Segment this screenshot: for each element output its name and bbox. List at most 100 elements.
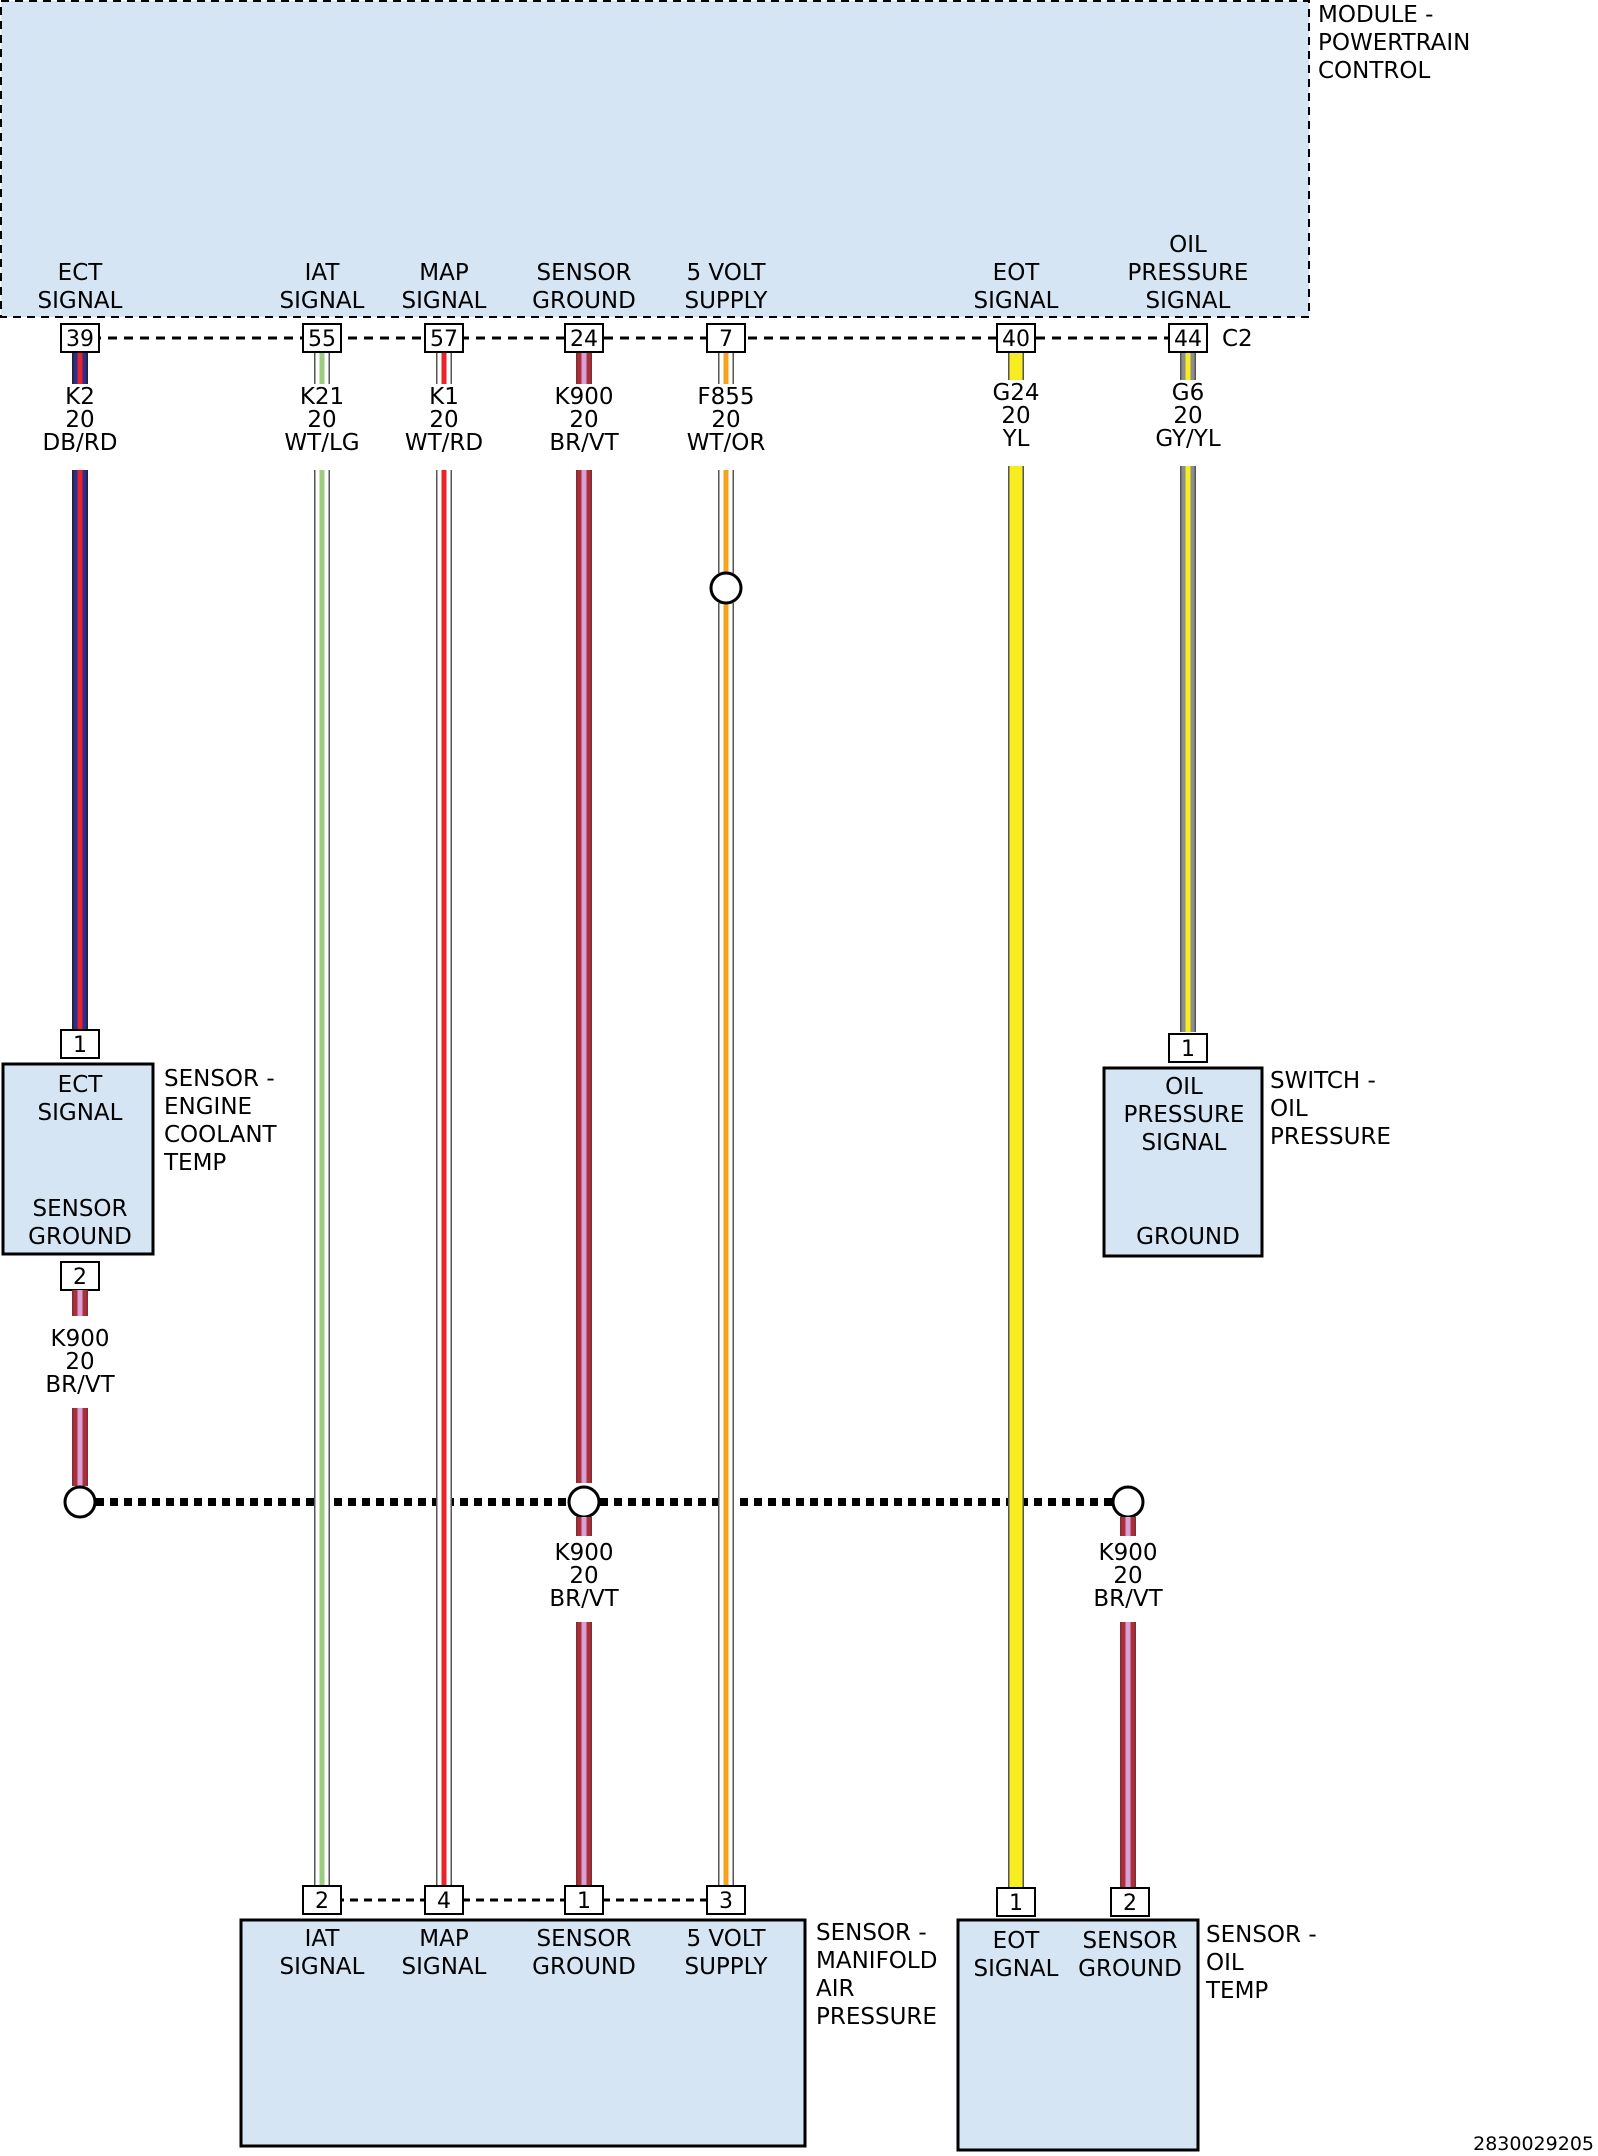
ect-sensor-title: ENGINE bbox=[164, 1094, 252, 1120]
wire-label-circuit: K21 bbox=[300, 384, 344, 410]
oil-temp-ground-wire-label-color: BR/VT bbox=[1093, 1586, 1163, 1612]
ect-ground-wire-label-gauge: 20 bbox=[65, 1349, 94, 1375]
wire-label-gauge: 20 bbox=[711, 407, 740, 433]
ect-pin-1-box bbox=[60, 1029, 100, 1059]
wire-g6 bbox=[1180, 466, 1196, 1032]
pcm-module-box bbox=[0, 0, 1310, 318]
oil-temp-sensor-pin-label: GROUND bbox=[1078, 1956, 1182, 1982]
pcm-signal-label: SUPPLY bbox=[685, 288, 769, 314]
wire-g24-stripe bbox=[1013, 352, 1019, 380]
oil-temp-sensor-title: TEMP bbox=[1205, 1978, 1268, 2004]
wire-k900-oil-temp-stripe bbox=[1125, 1622, 1131, 1890]
wire-g6 bbox=[1180, 352, 1196, 380]
wire-g6-stripe bbox=[1185, 352, 1191, 380]
oil-temp-sensor-pin: 2 bbox=[1123, 1891, 1137, 1916]
ect-pin-2-box bbox=[60, 1261, 100, 1291]
oil-temp-sensor-pin: 1 bbox=[1009, 1891, 1023, 1916]
pcm-pin: 39 bbox=[66, 327, 94, 352]
wire-k21-stripe bbox=[319, 352, 325, 384]
pcm-signal-label: IAT bbox=[305, 260, 341, 286]
pcm-pin: 55 bbox=[308, 327, 336, 352]
map-sensor-pin-box bbox=[424, 1885, 464, 1915]
wire-f855-stripe bbox=[723, 603, 729, 1890]
wire-k1 bbox=[436, 470, 452, 1890]
wire-k2-stripe bbox=[77, 352, 83, 384]
wire-label-color: WT/OR bbox=[687, 430, 766, 456]
splice-ect-ground bbox=[63, 1485, 97, 1519]
oil-pressure-switch-title: OIL bbox=[1270, 1096, 1308, 1122]
wire-k2 bbox=[72, 470, 88, 1032]
pcm-signal-label: SIGNAL bbox=[1146, 288, 1231, 314]
wire-k2-stripe bbox=[77, 470, 83, 1032]
wire-g6-stripe bbox=[1185, 466, 1191, 1032]
wire-label-color: WT/RD bbox=[405, 430, 483, 456]
ect-sensor-title: TEMP bbox=[163, 1150, 226, 1176]
wire-k900-pcm bbox=[576, 352, 592, 384]
wire-k900-pcm-stripe bbox=[581, 352, 587, 384]
wire-k900-pcm-stripe bbox=[581, 470, 587, 1483]
wire-f855-cross-stripe bbox=[723, 1490, 729, 1514]
wire-k900-ect bbox=[72, 1290, 88, 1316]
map-sensor-pin-label: GROUND bbox=[532, 1954, 636, 1980]
pcm-signal-label: EOT bbox=[993, 260, 1041, 286]
splice-map-ground bbox=[567, 1485, 601, 1519]
wire-k21 bbox=[314, 352, 330, 384]
pcm-pin: 40 bbox=[1002, 327, 1030, 352]
wire-k1-stripe bbox=[441, 470, 447, 1890]
wire-label-gauge: 20 bbox=[1173, 403, 1202, 429]
wire-label-gauge: 20 bbox=[569, 407, 598, 433]
oil-temp-ground-wire-label-circuit: K900 bbox=[1099, 1540, 1158, 1566]
wire-k900-map-stripe bbox=[581, 1517, 587, 1536]
ect-sensor-box bbox=[1, 1062, 155, 1256]
wire-k1-stripe bbox=[441, 352, 447, 384]
map-sensor-pin: 4 bbox=[437, 1889, 451, 1914]
pcm-signal-label: SIGNAL bbox=[280, 288, 365, 314]
map-sensor-title: AIR bbox=[816, 1976, 855, 2002]
wire-label-circuit: G24 bbox=[992, 380, 1039, 406]
wire-label-circuit: K900 bbox=[555, 384, 614, 410]
wire-label-color: WT/LG bbox=[284, 430, 359, 456]
wire-g24 bbox=[1008, 466, 1024, 1890]
ect-sensor-title: SENSOR - bbox=[164, 1066, 275, 1092]
oil-temp-ground-wire-label-gauge: 20 bbox=[1113, 1563, 1142, 1589]
wire-f855 bbox=[718, 603, 734, 1890]
wire-k900-oil-temp bbox=[1120, 1517, 1136, 1536]
map-ground-wire-label-gauge: 20 bbox=[569, 1563, 598, 1589]
wire-k21 bbox=[314, 470, 330, 1890]
wire-label-gauge: 20 bbox=[1001, 403, 1030, 429]
wire-g24-cross-stripe bbox=[1013, 1490, 1019, 1514]
wire-k21-stripe bbox=[319, 470, 325, 1890]
oil-pressure-switch-title: SWITCH - bbox=[1270, 1068, 1376, 1094]
pcm-title: POWERTRAIN bbox=[1318, 30, 1470, 56]
map-sensor-title: SENSOR - bbox=[816, 1920, 927, 1946]
wire-label-color: YL bbox=[1002, 426, 1030, 452]
map-sensor-pin-label: SIGNAL bbox=[280, 1954, 365, 1980]
wire-label-color: GY/YL bbox=[1155, 426, 1221, 452]
pcm-pin-box bbox=[996, 323, 1036, 353]
pcm-pin-box bbox=[60, 323, 100, 353]
wire-label-color: BR/VT bbox=[549, 430, 619, 456]
oil-temp-sensor-pin-box bbox=[1110, 1887, 1150, 1917]
wire-label-circuit: K1 bbox=[429, 384, 459, 410]
pcm-pin-box bbox=[706, 323, 746, 353]
oil-pressure-signal-label: SIGNAL bbox=[1142, 1130, 1227, 1156]
oil-temp-sensor-box bbox=[956, 1918, 1200, 2152]
map-ground-wire-label-circuit: K900 bbox=[555, 1540, 614, 1566]
map-sensor-pin: 2 bbox=[315, 1889, 329, 1914]
pcm-pin: 7 bbox=[719, 327, 733, 352]
ect-signal-label: ECT bbox=[58, 1072, 104, 1098]
wire-g24-stripe bbox=[1013, 466, 1019, 1890]
oil-pressure-switch-title: PRESSURE bbox=[1270, 1124, 1391, 1150]
wire-k900-ect bbox=[72, 1408, 88, 1486]
pcm-pin-box bbox=[302, 323, 342, 353]
wire-k900-map bbox=[576, 1517, 592, 1536]
map-ground-wire-label-color: BR/VT bbox=[549, 1586, 619, 1612]
figure-number: 2830029205 bbox=[1473, 2133, 1594, 2155]
pcm-signal-label: OIL bbox=[1169, 232, 1207, 258]
map-sensor-pin-label: MAP bbox=[419, 1926, 469, 1952]
map-sensor-pin-box bbox=[706, 1885, 746, 1915]
wire-k1 bbox=[436, 352, 452, 384]
oil-pressure-signal-label: PRESSURE bbox=[1124, 1102, 1245, 1128]
pcm-signal-label: SIGNAL bbox=[974, 288, 1059, 314]
wire-f855 bbox=[718, 352, 734, 384]
